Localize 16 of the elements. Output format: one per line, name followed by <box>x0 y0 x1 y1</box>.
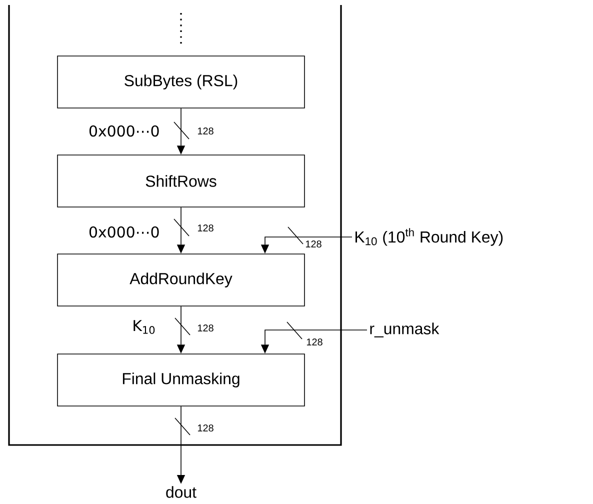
input-label: K$_{10}$ (10$^{th}$ Round Key) <box>356 228 503 246</box>
bus-width-label: 128 <box>306 338 322 346</box>
bus-width-label: 128 <box>198 424 214 432</box>
edge-label: K$_{10}$ <box>131 319 157 335</box>
edge-label: 0x000⋯0 <box>87 225 161 239</box>
process-box: ShiftRows <box>57 154 305 208</box>
bus-width-label: 128 <box>198 127 214 135</box>
bus-width-label: 128 <box>198 324 214 332</box>
bus-width-label: 128 <box>306 240 322 248</box>
input-label: r_unmask <box>370 322 440 338</box>
bus-width-label: 128 <box>198 224 214 232</box>
process-box: AddRoundKey <box>57 254 305 306</box>
process-box: SubBytes (RSL) <box>57 56 305 108</box>
output-label: dout <box>166 486 196 498</box>
edge-label: 0x000⋯0 <box>87 124 161 138</box>
process-box: Final Unmasking <box>57 354 305 406</box>
